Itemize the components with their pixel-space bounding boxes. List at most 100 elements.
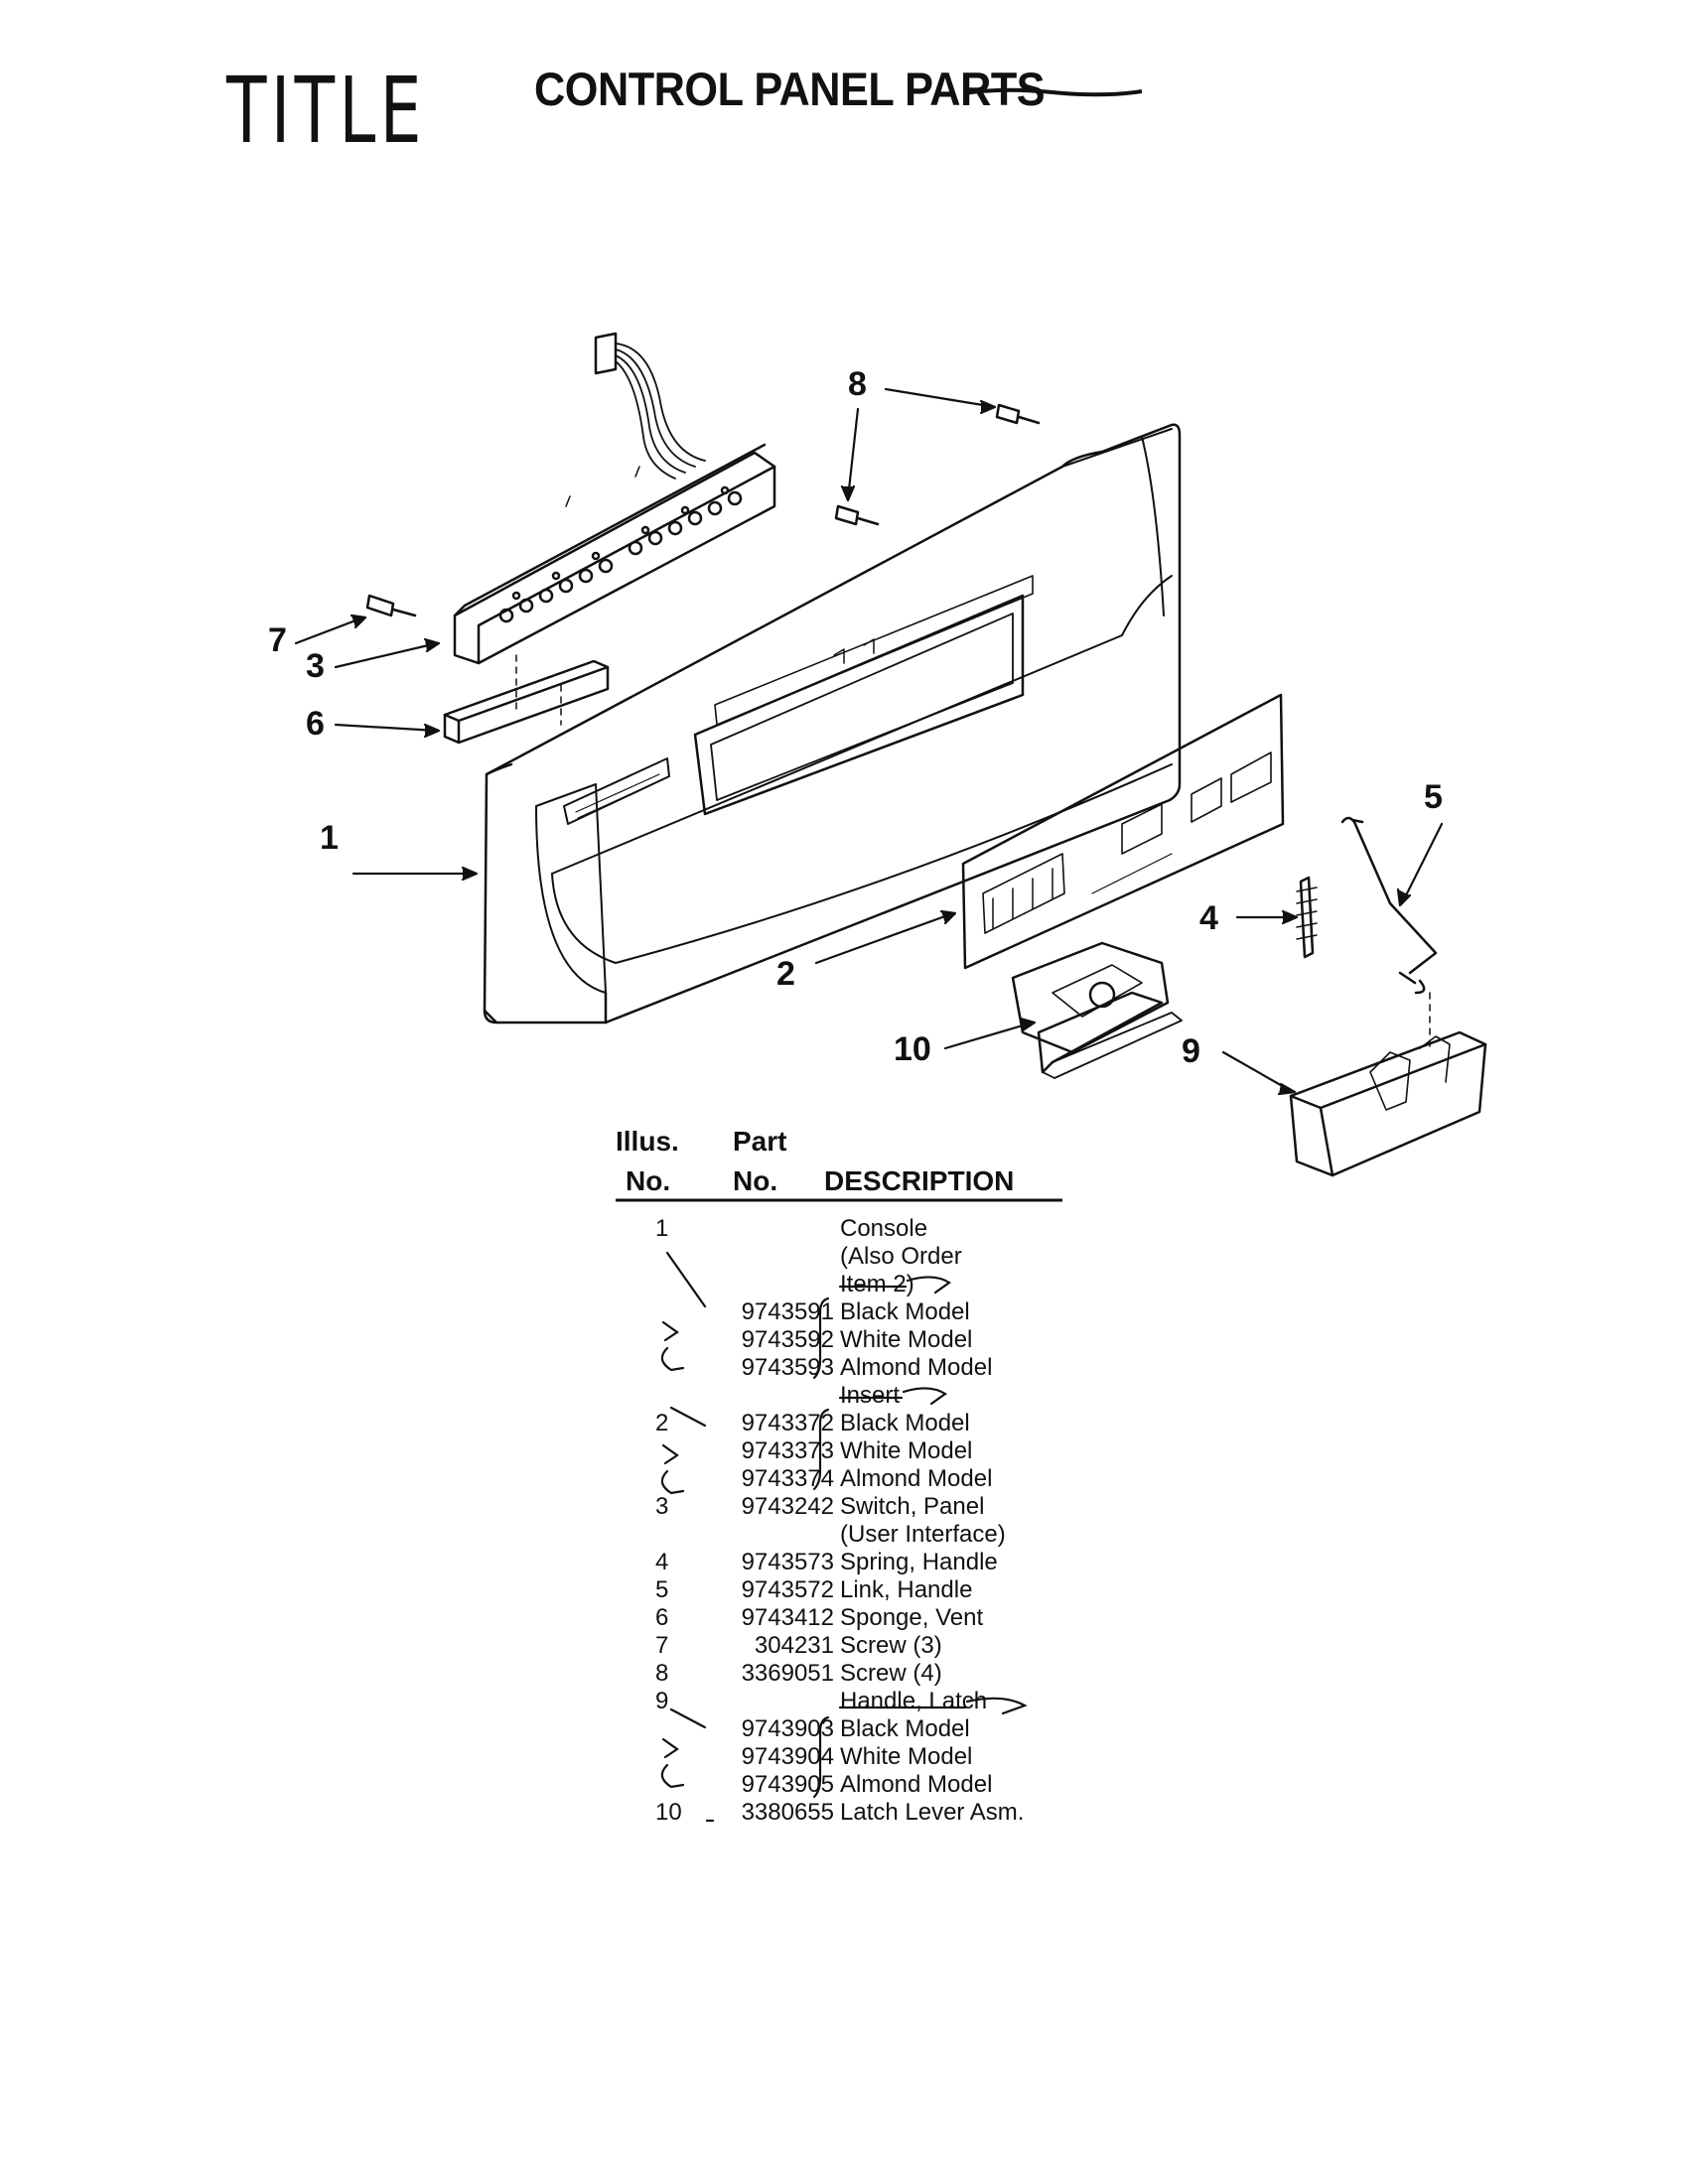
illus-no: 4 — [655, 1549, 669, 1575]
description: White Model — [840, 1326, 973, 1353]
leader-8b — [846, 407, 860, 500]
part-no: 3369051 — [741, 1660, 834, 1687]
illus-no: 7 — [655, 1632, 669, 1659]
header-description: DESCRIPTION — [824, 1165, 1015, 1196]
table-row: (User Interface) — [616, 1521, 1092, 1549]
switch-panel-part — [453, 332, 776, 665]
illus-no: 1 — [655, 1215, 669, 1242]
description: Console — [840, 1215, 928, 1242]
description: (User Interface) — [840, 1521, 1006, 1548]
part-no: 9743372 — [741, 1410, 834, 1436]
title-strikeout-mark — [963, 87, 1142, 97]
link-handle-part — [1340, 816, 1438, 995]
part-no: 9743242 — [741, 1493, 834, 1520]
illus-no: 10 — [655, 1799, 682, 1826]
description: White Model — [840, 1437, 973, 1464]
part-no: 3380655 — [741, 1799, 834, 1826]
description: Sponge, Vent — [840, 1604, 984, 1631]
sponge-vent-part — [443, 659, 610, 745]
screw-7 — [365, 594, 417, 617]
spring-handle-part — [1296, 876, 1318, 959]
callout-7: 7 — [268, 621, 287, 659]
screw-8a — [995, 403, 1041, 425]
description: Almond Model — [840, 1771, 993, 1798]
part-no: 9743593 — [741, 1354, 834, 1381]
description: Insert — [840, 1382, 901, 1409]
table-row: (Also Order — [616, 1243, 1092, 1271]
header-rule — [616, 1198, 1062, 1202]
part-no: 9743373 — [741, 1437, 834, 1464]
insert-part — [961, 693, 1285, 970]
handwritten-title-note: TITLE — [226, 58, 426, 164]
leader-6 — [334, 723, 439, 733]
part-no: 9743412 — [741, 1604, 834, 1631]
leader-2 — [814, 911, 955, 965]
part-no: 9743572 — [741, 1576, 834, 1603]
callout-9: 9 — [1182, 1032, 1200, 1070]
illus-no: 8 — [655, 1660, 669, 1687]
console-part — [483, 423, 1182, 1024]
illus-no: 2 — [655, 1410, 669, 1436]
callout-10: 10 — [894, 1030, 931, 1068]
callout-6: 6 — [306, 705, 325, 743]
description: Switch, Panel — [840, 1493, 985, 1520]
callout-8: 8 — [848, 365, 867, 403]
description: Link, Handle — [840, 1576, 973, 1603]
part-no: 9743374 — [741, 1465, 834, 1492]
part-no: 9743904 — [741, 1743, 834, 1770]
header-part-line2: No. — [733, 1165, 778, 1196]
leader-7 — [294, 615, 365, 645]
header-illus-line1: Illus. — [616, 1126, 679, 1157]
page-title: CONTROL PANEL PARTS — [534, 63, 1046, 115]
part-no: 304231 — [754, 1632, 834, 1659]
header-illus-line2: No. — [626, 1165, 671, 1196]
illus-no: 6 — [655, 1604, 669, 1631]
handle-latch-part — [1289, 992, 1487, 1177]
part-no: 9743903 — [741, 1715, 834, 1742]
leader-3 — [334, 641, 439, 669]
header-part-line1: Part — [733, 1126, 787, 1157]
leader-8a — [884, 387, 997, 409]
callout-3: 3 — [306, 647, 325, 685]
description: Item 2) — [840, 1271, 914, 1297]
table-row: 1 Console — [616, 1215, 1092, 1243]
callout-2: 2 — [776, 955, 795, 993]
description: Black Model — [840, 1298, 970, 1325]
part-no: 9743592 — [741, 1326, 834, 1353]
part-no: 9743573 — [741, 1549, 834, 1575]
leader-10 — [943, 1021, 1035, 1050]
description: Screw (4) — [840, 1660, 942, 1687]
description: Spring, Handle — [840, 1549, 998, 1575]
callout-5: 5 — [1424, 778, 1443, 816]
description: Screw (3) — [840, 1632, 942, 1659]
description: Black Model — [840, 1410, 970, 1436]
illus-no: 9 — [655, 1688, 669, 1714]
description: Almond Model — [840, 1465, 993, 1492]
callout-1: 1 — [320, 819, 339, 857]
description: Latch Lever Asm. — [840, 1799, 1025, 1826]
illus-no: 5 — [655, 1576, 669, 1603]
table-row: Insert — [616, 1382, 1092, 1410]
description: White Model — [840, 1743, 973, 1770]
part-no: 9743591 — [741, 1298, 834, 1325]
description: (Also Order — [840, 1243, 962, 1270]
part-no: 9743905 — [741, 1771, 834, 1798]
